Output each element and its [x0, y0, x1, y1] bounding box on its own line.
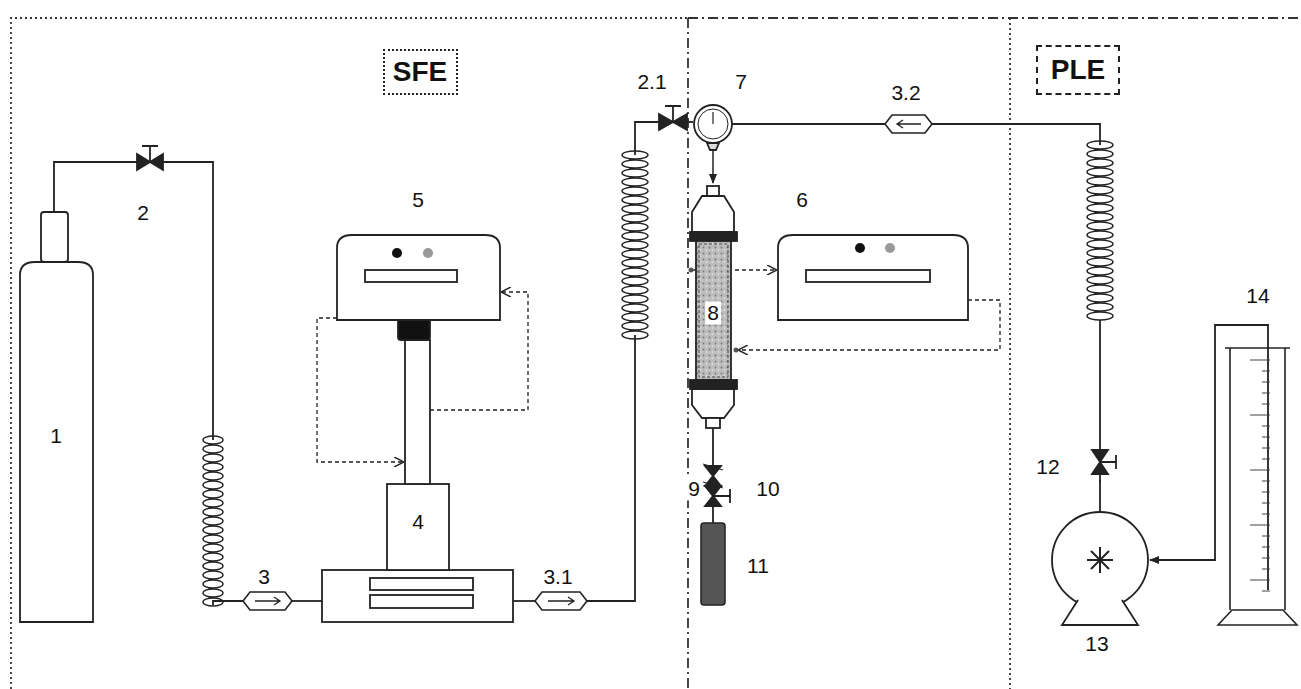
callout-number: 2: [135, 201, 151, 224]
section-title: PLE: [1051, 54, 1105, 86]
callout-number: 1: [48, 424, 64, 447]
callout-number: 6: [794, 188, 810, 211]
section-title: SFE: [393, 56, 447, 88]
callout-number: 4: [410, 510, 426, 533]
callout-number: 14: [1244, 284, 1271, 307]
tube-coil: [203, 436, 223, 606]
tube-coil: [1087, 141, 1113, 320]
callout-number: 3.1: [541, 565, 574, 588]
section-label-box: PLE: [1036, 45, 1120, 95]
tube-coil: [622, 151, 648, 339]
callout-number: 3: [256, 565, 272, 588]
callout-number: 13: [1083, 632, 1110, 655]
callout-number: 9: [686, 477, 702, 500]
callout-number: 12: [1034, 455, 1061, 478]
callout-number: 8: [705, 301, 721, 324]
callout-number: 5: [410, 188, 426, 211]
callout-number: 11: [745, 554, 771, 577]
callout-number: 2.1: [635, 70, 668, 93]
callout-number: 3.2: [889, 81, 922, 104]
callout-number: 10: [754, 477, 781, 500]
section-label-box: SFE: [383, 49, 458, 95]
callout-number: 7: [733, 70, 749, 93]
